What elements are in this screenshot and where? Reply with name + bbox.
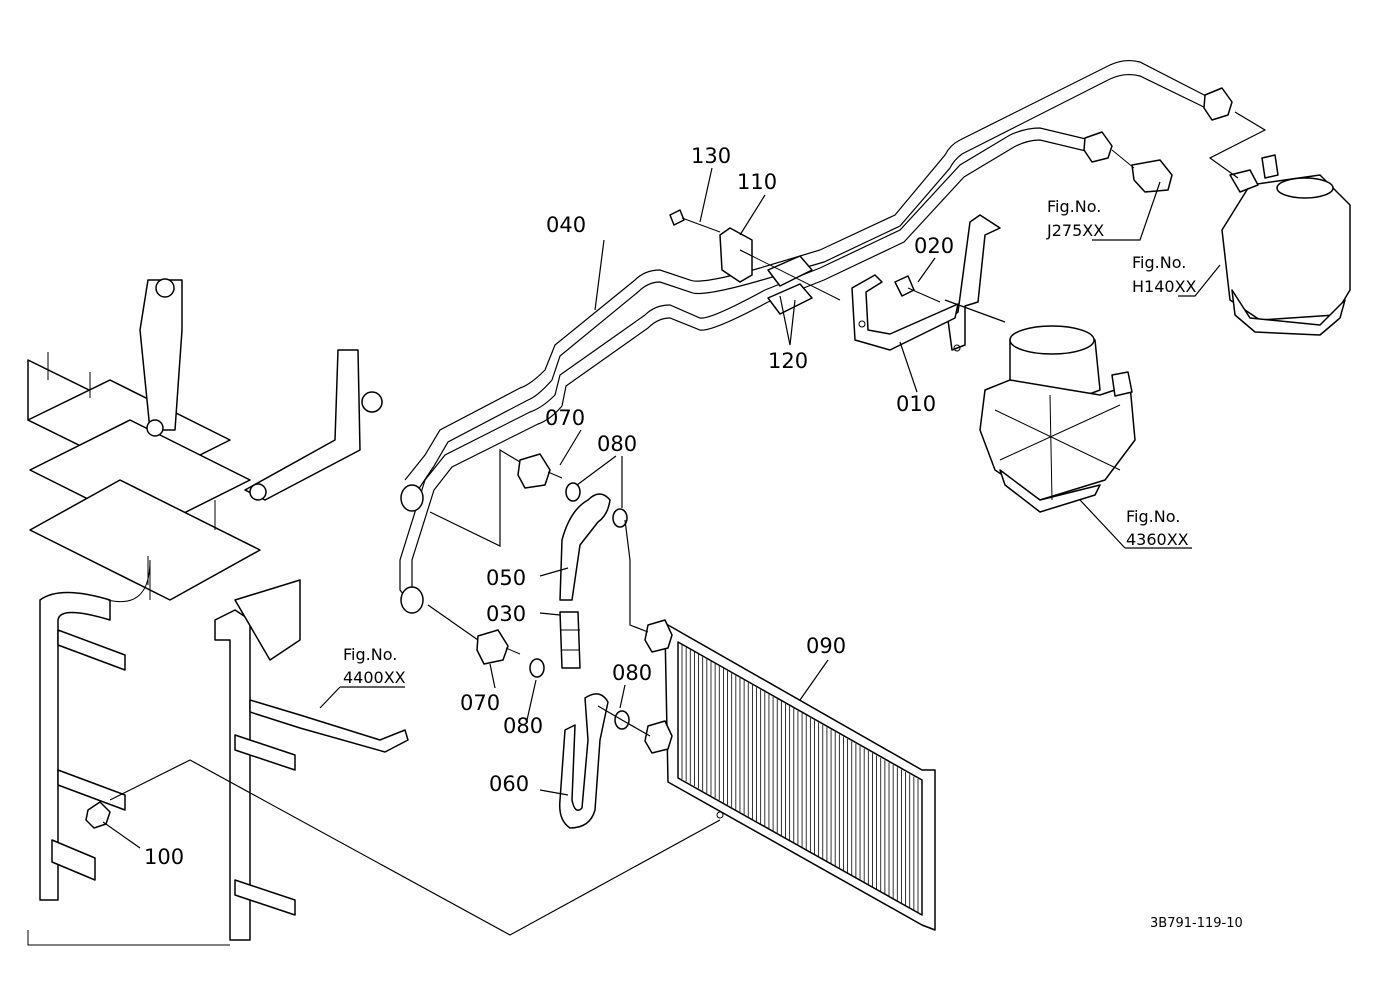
hose-060: [558, 693, 609, 829]
bolt-130: [669, 209, 721, 233]
fitting-070-top: [517, 453, 563, 489]
label-030: 030: [486, 602, 526, 626]
hose-050: [559, 493, 611, 601]
fig-ref-4360-line1: Fig.No.: [1126, 507, 1180, 526]
label-080-bottom: 080: [503, 714, 543, 738]
pressure-switch-fitting: [1111, 149, 1173, 193]
label-010: 010: [896, 392, 936, 416]
label-020: 020: [914, 234, 954, 258]
part-labels: 130 110 040 020 120 010 070 080 050 030 …: [144, 144, 954, 869]
leader-lines: [102, 111, 1267, 936]
drawing-number: 3B791-119-10: [1150, 916, 1243, 931]
bolt-020: [894, 275, 941, 303]
clamp-110: [719, 227, 753, 283]
label-070-top: 070: [545, 406, 585, 430]
fig-ref-h140-line1: Fig.No.: [1132, 253, 1186, 272]
fig-ref-4360-line2: 4360XX: [1126, 530, 1189, 549]
fig-ref-j275-line2: J275XX: [1046, 221, 1104, 240]
label-100: 100: [144, 845, 184, 869]
compressor-h140: [1221, 154, 1351, 336]
label-070-bottom: 070: [460, 691, 500, 715]
fig-ref-4400-line2: 4400XX: [343, 668, 406, 687]
label-120: 120: [768, 349, 808, 373]
clamps-120: [739, 249, 841, 315]
label-080-right: 080: [612, 661, 652, 685]
union-030: [559, 611, 581, 669]
fig-ref-h140-line2: H140XX: [1132, 277, 1197, 296]
condenser-fins: [681, 645, 919, 913]
fig-ref-j275-line1: Fig.No.: [1047, 197, 1101, 216]
fitting-070-bottom: [476, 629, 521, 665]
label-110: 110: [737, 170, 777, 194]
hose-pipe-040: [399, 59, 1233, 614]
label-080-top: 080: [597, 432, 637, 456]
oring-080-bottom: [529, 658, 545, 678]
condenser-090: [644, 619, 936, 931]
label-090: 090: [806, 634, 846, 658]
label-130: 130: [691, 144, 731, 168]
label-050: 050: [486, 566, 526, 590]
fig-ref-4400-line1: Fig.No.: [343, 645, 397, 664]
label-040: 040: [546, 213, 586, 237]
oring-080-top-right: [612, 508, 628, 528]
figure-references: Fig.No. J275XX Fig.No. H140XX Fig.No. 43…: [343, 197, 1197, 687]
bracket-010: [851, 214, 1001, 352]
oring-080-top-left: [565, 482, 581, 502]
compressor-4360: [979, 325, 1136, 513]
tractor-frame: [27, 278, 409, 946]
label-060: 060: [489, 772, 529, 796]
